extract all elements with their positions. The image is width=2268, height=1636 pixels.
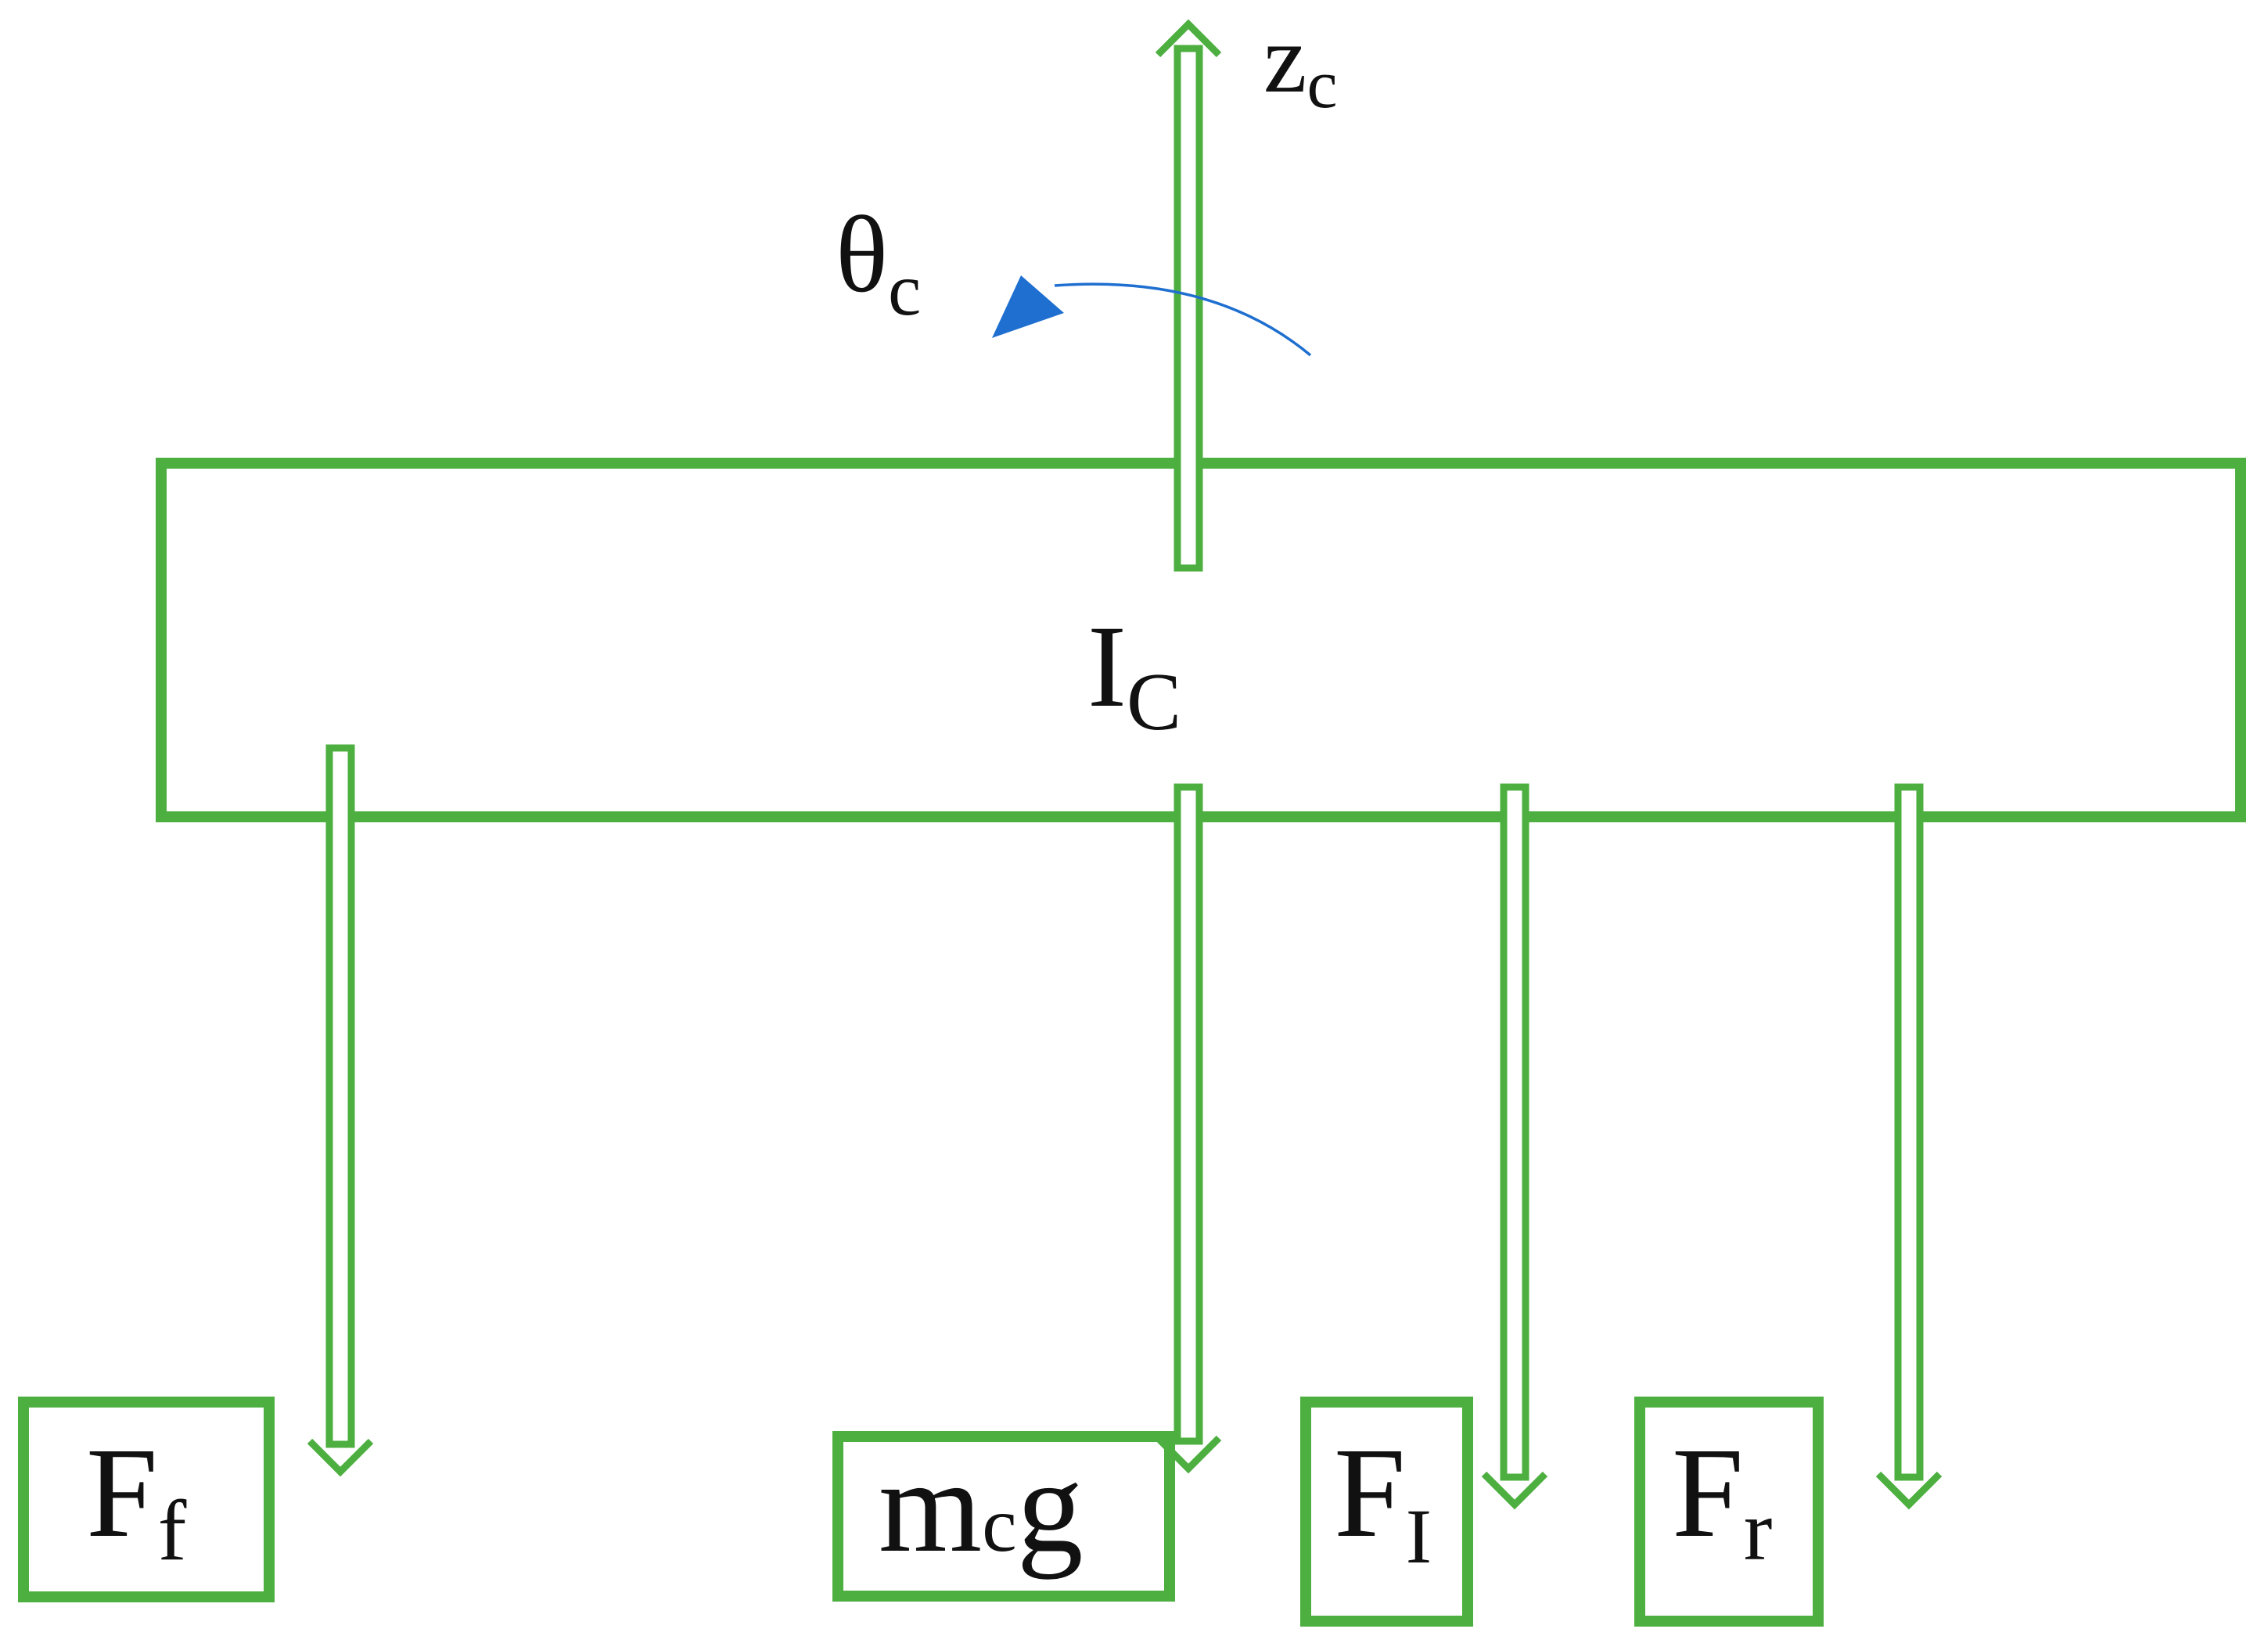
inertia-label: IC [1087, 602, 1181, 747]
weight-label-box [832, 1431, 1175, 1602]
weight-label: mcg [879, 1433, 1084, 1580]
rear-force-label: Fr [1672, 1421, 1772, 1578]
rear-force-label-box [1634, 1397, 1824, 1627]
inertial-force-label-box [1300, 1397, 1473, 1627]
front-force-arrow [307, 744, 374, 1477]
weight-arrow [1155, 783, 1222, 1474]
rear-force-arrow [1875, 783, 1943, 1510]
front-force-label-box [18, 1397, 275, 1602]
theta-label: θc [836, 194, 921, 331]
inertial-force-label: FI [1334, 1421, 1432, 1580]
z-label: zc [1263, 5, 1338, 123]
z-axis-arrow [1155, 19, 1222, 572]
rotation-arrow [992, 275, 1312, 357]
inertial-force-arrow [1481, 783, 1548, 1510]
front-force-label: Ff [86, 1421, 187, 1578]
